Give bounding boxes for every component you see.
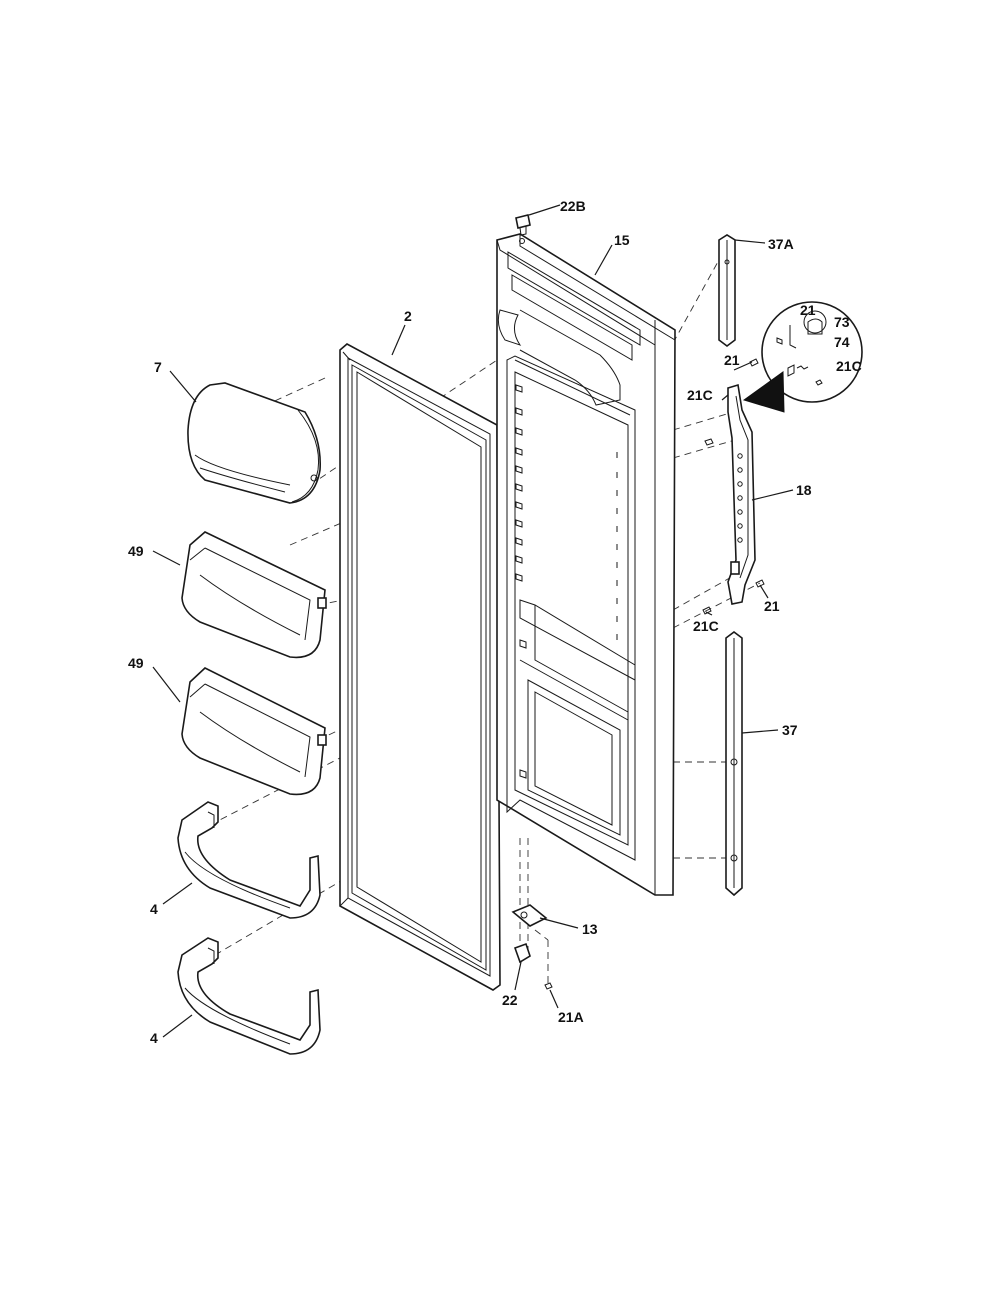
part-18-handle (727, 383, 756, 605)
label-21-top: 21 (800, 302, 816, 318)
part-4-shelf-top (177, 801, 321, 919)
part-4-shelf-bottom (177, 937, 321, 1055)
label-21-lower: 21 (764, 598, 780, 614)
label-22B: 22B (560, 198, 586, 214)
part-22-bushing (513, 942, 531, 964)
label-21C-upper: 21C (687, 387, 713, 403)
label-4-top: 4 (150, 901, 158, 917)
door-shelf-pegs-left (515, 384, 523, 582)
label-37A: 37A (768, 236, 794, 252)
part-7-canister (187, 382, 322, 504)
label-21-mid: 21 (724, 352, 740, 368)
part-13-hinge-bracket (511, 904, 548, 927)
part-22B-hinge-pin (515, 214, 531, 244)
label-18: 18 (796, 482, 812, 498)
part-2-gasket (339, 343, 501, 991)
label-2: 2 (404, 308, 412, 324)
part-37-trim-bottom (725, 631, 743, 897)
label-49-top: 49 (128, 543, 144, 559)
part-49-bin-bottom (181, 667, 327, 796)
label-73: 73 (834, 314, 850, 330)
label-49-bottom: 49 (128, 655, 144, 671)
label-37: 37 (782, 722, 798, 738)
part-labels: 22B 15 37A 2 7 21 73 74 21C 21 21C 18 21… (128, 198, 862, 1046)
part-49-bin-top (181, 531, 327, 659)
leader-lines (152, 204, 794, 1038)
detail-inset (742, 301, 863, 413)
part-15-door (496, 233, 676, 896)
label-15: 15 (614, 232, 630, 248)
label-7: 7 (154, 359, 162, 375)
label-74: 74 (834, 334, 850, 350)
label-22: 22 (502, 992, 518, 1008)
part-37A-trim-top (718, 234, 736, 347)
label-21A: 21A (558, 1009, 584, 1025)
label-21C-inset: 21C (836, 358, 862, 374)
label-13: 13 (582, 921, 598, 937)
label-21C-lower: 21C (693, 618, 719, 634)
label-4-bottom: 4 (150, 1030, 158, 1046)
screws (544, 358, 765, 990)
